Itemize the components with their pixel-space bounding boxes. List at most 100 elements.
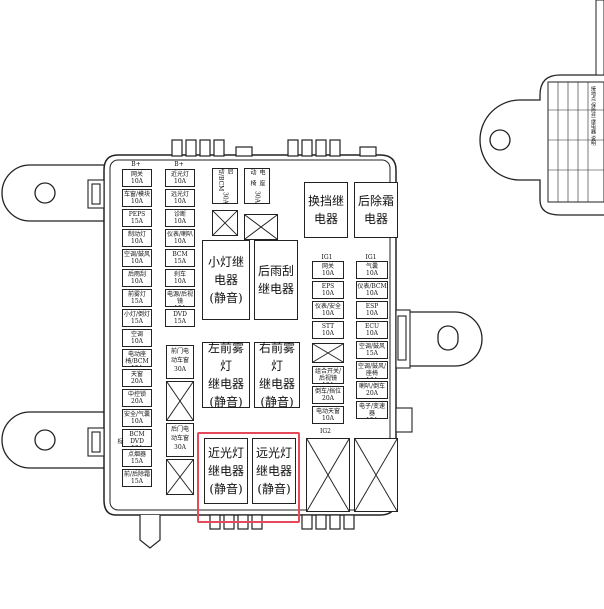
fuse-function-label: 电源/后视镜	[166, 291, 194, 305]
fuse-rating-label: 10A	[366, 330, 378, 337]
fuse-rating-label: 20A	[131, 378, 143, 385]
col-a-header: B+	[131, 161, 141, 168]
fuse-function-label: ECU	[364, 323, 380, 330]
fuse-rating-label: 10A	[174, 278, 186, 285]
empty-relay-slot-br-2	[354, 438, 398, 512]
fuse-rating-label: 10A	[166, 305, 194, 306]
fuse-function-label: 小灯/倒灯	[123, 311, 151, 318]
fuse-rating-label: 15A	[174, 258, 186, 265]
fuse-function-label: 空调/鼓风	[358, 343, 386, 350]
fuse-rating-label: 10A	[366, 310, 378, 317]
fuse-rating-label: 15A	[131, 458, 143, 465]
side-label: 标	[116, 438, 123, 444]
fuse-function-label: BCM DVD	[129, 431, 145, 445]
empty-relay-slot-1	[166, 381, 194, 421]
fuse-function-label: 喇叭/倒车	[358, 383, 386, 390]
fuse-function-label: 前/后除霜	[123, 471, 151, 478]
fuse-function-label: 车窗/模块	[123, 191, 151, 198]
fuse-rating-label: 10A	[366, 290, 378, 297]
fuse-rating-label: 10A	[123, 445, 151, 446]
fuse-function-label: 气囊	[365, 263, 378, 270]
empty-slot-top-a	[212, 210, 238, 236]
fuse-function-label: 近光灯	[170, 171, 189, 178]
fuse-rating-label: 10A	[322, 290, 334, 297]
fuse-rating-label: 10A	[131, 418, 143, 425]
fuse-function-label: BCM	[172, 251, 188, 258]
fuse-rating-label: 10A	[366, 270, 378, 277]
empty-slot-top-b	[244, 214, 278, 240]
fuse-rating-label: 10A	[131, 338, 143, 345]
fuse-function-label: 空调/鼓风	[123, 251, 151, 258]
relay-rear-defrost: 后除霜电器	[354, 182, 398, 238]
ig2-label: IG2	[320, 428, 331, 435]
highlight-box	[197, 432, 300, 523]
fuse-function-label: 中控锁	[127, 391, 146, 398]
fuse-function-label: STT	[321, 323, 335, 330]
fuse-rating-label: 10A	[131, 258, 143, 265]
fuse-rating-label: 10A	[313, 382, 343, 383]
fuse-function-label: ESP	[365, 303, 379, 310]
fuse-function-label: 仪表/安全	[314, 303, 342, 310]
fuse-function-label: 远光灯	[170, 191, 189, 198]
fuse-function-label: 空调/鼓风/座椅	[357, 363, 387, 377]
fuse-function-label: DVD	[173, 311, 187, 318]
fuse-function-label: 电子/变速器	[358, 403, 386, 417]
fuse-ig-a-lower-0: 组合开关/后视镜10A	[312, 366, 344, 384]
right-strip-text: 接地点 保险丝 继电器 说明	[590, 86, 596, 146]
fuse-function-label: 电动座椅/BCM	[125, 351, 149, 365]
fuse-rating-label: 20A	[366, 390, 378, 397]
fuse-function-label: 空调	[130, 331, 143, 338]
fuse-rating-label: 10A	[322, 270, 334, 277]
fuse-rating-label: 10A	[357, 377, 387, 378]
fuse-function-label: 网关	[321, 263, 334, 270]
empty-relay-slot-br-1	[306, 438, 350, 512]
fuse-ig-b-5: 空调/鼓风/座椅10A	[356, 361, 388, 379]
relay-reverse: 换挡继电器	[304, 182, 348, 238]
col-b-header: B+	[174, 161, 184, 168]
ig-col-a-header: IG1	[321, 254, 333, 261]
fuse-rating-label: 15A	[174, 318, 186, 325]
relay-small-light: 小灯继电器(静音)	[202, 240, 250, 320]
fuse-rating-label: 10A	[322, 310, 334, 317]
fuse-left-a-13: BCM DVD10A	[122, 429, 152, 447]
fuse-function-label: 安全/气囊	[123, 411, 151, 418]
fuse-rating-label: 15A	[123, 365, 151, 366]
fuse-function-label: 组合开关/后视镜	[314, 368, 342, 382]
fuse-function-label: 诊断	[173, 211, 186, 218]
relay-high-beam: 远光灯继电器(静音)	[252, 438, 296, 504]
empty-relay-slot-2	[166, 459, 194, 495]
fuse-rating-label: 15A	[131, 318, 143, 325]
fuse-rating-label: 10A	[174, 198, 186, 205]
fuse-rating-label: 10A	[174, 178, 186, 185]
fuse-function-label: 仪表/喇叭	[166, 231, 194, 238]
